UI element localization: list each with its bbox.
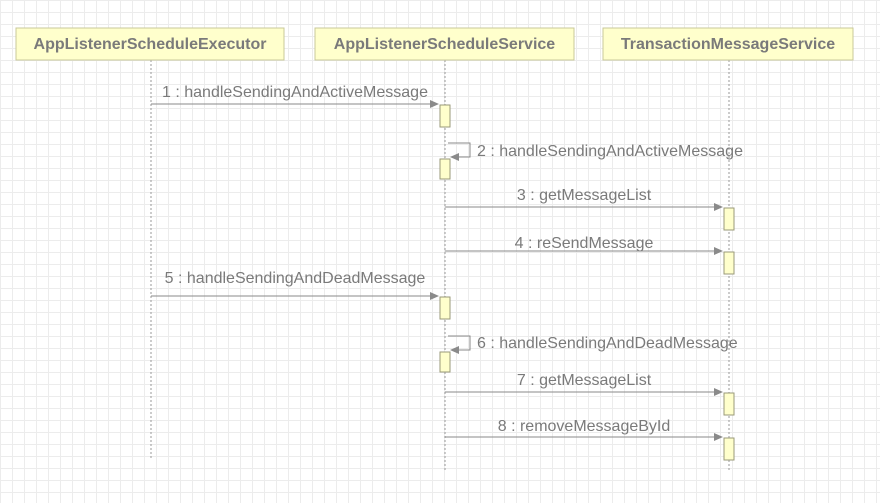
- activation-bar: [723, 207, 735, 231]
- message-4: 4 : reSendMessage: [445, 235, 723, 255]
- arrowhead-icon: [714, 433, 723, 441]
- message-2: 2 : handleSendingAndActiveMessage: [448, 142, 743, 161]
- message-label: 6 : handleSendingAndDeadMessage: [477, 335, 738, 352]
- message-label: 7 : getMessageList: [517, 372, 652, 389]
- participant-label: AppListenerScheduleService: [334, 36, 556, 53]
- activation-bar: [723, 251, 735, 275]
- activation-bar: [723, 392, 735, 416]
- message-1: 1 : handleSendingAndActiveMessage: [151, 84, 439, 108]
- activation-bar: [439, 158, 451, 180]
- activation-bar: [723, 437, 735, 461]
- message-label: 8 : removeMessageById: [498, 418, 671, 435]
- message-line: [448, 335, 471, 351]
- arrowhead-icon: [450, 153, 459, 161]
- message-label: 5 : handleSendingAndDeadMessage: [165, 270, 426, 287]
- participant-label: AppListenerScheduleExecutor: [34, 36, 267, 53]
- message-label: 3 : getMessageList: [517, 187, 652, 204]
- activation-bar: [439, 351, 451, 373]
- participant-box: [602, 27, 854, 61]
- arrowhead-icon: [450, 346, 459, 354]
- message-6: 6 : handleSendingAndDeadMessage: [448, 335, 738, 354]
- participant-label: TransactionMessageService: [621, 36, 835, 53]
- arrowhead-icon: [714, 247, 723, 255]
- message-label: 1 : handleSendingAndActiveMessage: [162, 84, 428, 101]
- message-label: 2 : handleSendingAndActiveMessage: [477, 143, 743, 160]
- participant-box: [15, 27, 285, 61]
- participant-box: [314, 27, 575, 61]
- message-3: 3 : getMessageList: [445, 187, 723, 211]
- arrowhead-icon: [714, 203, 723, 211]
- message-line: [448, 142, 471, 158]
- arrowhead-icon: [714, 388, 723, 396]
- message-8: 8 : removeMessageById: [445, 418, 723, 441]
- activation-bar: [439, 296, 451, 320]
- participant-3: TransactionMessageService: [602, 27, 854, 61]
- participant-2: AppListenerScheduleService: [314, 27, 575, 61]
- message-label: 4 : reSendMessage: [515, 235, 654, 252]
- participant-1: AppListenerScheduleExecutor: [15, 27, 285, 61]
- arrowhead-icon: [430, 100, 439, 108]
- message-7: 7 : getMessageList: [445, 372, 723, 396]
- message-5: 5 : handleSendingAndDeadMessage: [151, 270, 439, 300]
- activation-bar: [439, 104, 451, 128]
- arrowhead-icon: [430, 292, 439, 300]
